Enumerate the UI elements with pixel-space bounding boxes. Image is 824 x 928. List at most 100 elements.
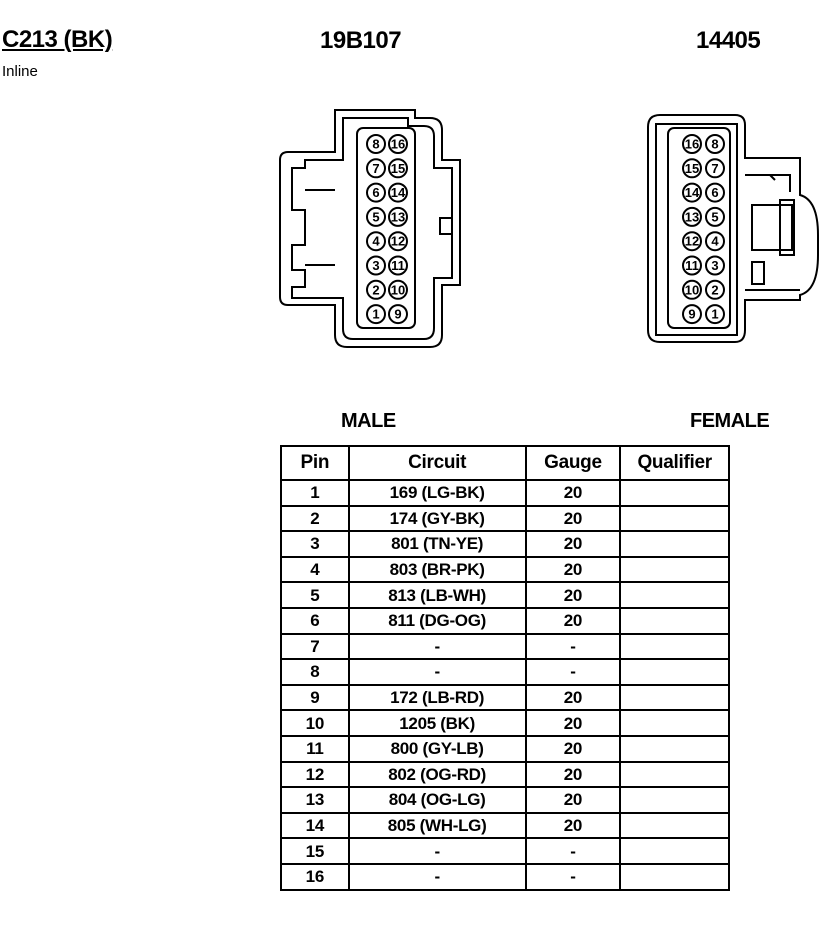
pin-circle — [705, 304, 725, 325]
cell-pin: 11 — [280, 734, 350, 763]
cell-qualifier — [619, 606, 730, 635]
cell-circuit: 801 (TN-YE) — [347, 530, 527, 558]
pin-number: 16 — [685, 137, 699, 152]
pin-circle — [682, 231, 702, 252]
pin-number: 8 — [711, 137, 718, 152]
pin-circle — [366, 279, 386, 300]
pin-number: 4 — [711, 234, 719, 249]
cell-gauge: 20 — [524, 683, 622, 712]
cell-qualifier — [619, 683, 730, 712]
cell-qualifier — [619, 504, 730, 533]
part-number-connector: 19B107 — [320, 27, 402, 54]
cell-circuit: 1205 (BK) — [347, 709, 527, 737]
pin-number: 15 — [391, 161, 405, 176]
pin-number: 15 — [685, 161, 699, 176]
cell-qualifier — [619, 862, 730, 891]
cell-pin: 9 — [280, 683, 350, 712]
table-row: 16-- — [280, 862, 730, 891]
part-number-harness: 14405 — [696, 27, 761, 54]
pin-number: 4 — [372, 234, 380, 249]
cell-qualifier — [619, 658, 730, 686]
pin-circle — [705, 158, 725, 179]
cell-qualifier — [619, 581, 730, 609]
header-pin: Pin — [280, 445, 350, 481]
table-header-row: Pin Circuit Gauge Qualifier — [280, 445, 730, 481]
female-view-label: FEMALE — [690, 410, 770, 432]
pin-number: 5 — [711, 209, 718, 224]
cell-circuit: - — [347, 632, 527, 661]
pin-number: 9 — [688, 307, 695, 322]
cell-qualifier — [619, 555, 730, 584]
cell-qualifier — [619, 709, 730, 737]
cell-circuit: - — [347, 837, 527, 865]
cell-circuit: 800 (GY-LB) — [347, 734, 527, 763]
pin-circle — [388, 158, 408, 179]
pin-number: 13 — [391, 209, 405, 224]
cell-qualifier — [619, 811, 730, 840]
pin-circle — [682, 158, 702, 179]
cell-circuit: 811 (DG-OG) — [347, 606, 527, 635]
pin-circle — [388, 206, 408, 227]
cell-pin: 2 — [280, 504, 350, 533]
pin-number: 7 — [372, 161, 379, 176]
cell-qualifier — [619, 837, 730, 865]
pin-circle — [388, 304, 408, 325]
table-row: 8-- — [280, 658, 730, 686]
cell-gauge: 20 — [524, 760, 622, 789]
cell-pin: 4 — [280, 555, 350, 584]
pin-number: 12 — [391, 234, 405, 249]
cell-pin: 6 — [280, 606, 350, 635]
pin-circle — [682, 279, 702, 300]
pin-number: 16 — [391, 137, 405, 152]
pin-circle — [388, 231, 408, 252]
pin-circle — [682, 182, 702, 203]
pin-number: 2 — [372, 282, 379, 297]
pin-circle — [366, 182, 386, 203]
header-gauge: Gauge — [524, 445, 622, 481]
pin-number: 3 — [711, 258, 718, 273]
cell-pin: 10 — [280, 709, 350, 737]
cell-qualifier — [619, 786, 730, 814]
pin-number: 11 — [685, 258, 699, 273]
pin-number: 1 — [372, 307, 379, 322]
pin-circle — [388, 182, 408, 203]
cell-pin: 14 — [280, 811, 350, 840]
cell-gauge: - — [524, 837, 622, 865]
cell-circuit: 813 (LB-WH) — [347, 581, 527, 609]
connector-type: Inline — [2, 63, 38, 80]
pin-circle — [705, 279, 725, 300]
pin-circle — [366, 304, 386, 325]
pin-circle — [366, 255, 386, 276]
cell-circuit: 174 (GY-BK) — [347, 504, 527, 533]
cell-gauge: 20 — [524, 709, 622, 737]
cell-gauge: 20 — [524, 606, 622, 635]
cell-gauge: 20 — [524, 734, 622, 763]
cell-qualifier — [619, 760, 730, 789]
cell-pin: 3 — [280, 530, 350, 558]
cell-qualifier — [619, 530, 730, 558]
pin-number: 6 — [372, 185, 379, 200]
pin-number: 2 — [711, 282, 718, 297]
pin-number: 14 — [685, 185, 700, 200]
pin-number: 8 — [372, 137, 379, 152]
pin-number: 1 — [711, 307, 718, 322]
pin-number: 10 — [391, 282, 405, 297]
cell-pin: 16 — [280, 862, 350, 891]
header-circuit: Circuit — [347, 445, 527, 481]
cell-gauge: - — [524, 862, 622, 891]
pin-number: 6 — [711, 185, 718, 200]
pin-number: 12 — [685, 234, 699, 249]
cell-circuit: 803 (BR-PK) — [347, 555, 527, 584]
pin-number: 13 — [685, 209, 699, 224]
